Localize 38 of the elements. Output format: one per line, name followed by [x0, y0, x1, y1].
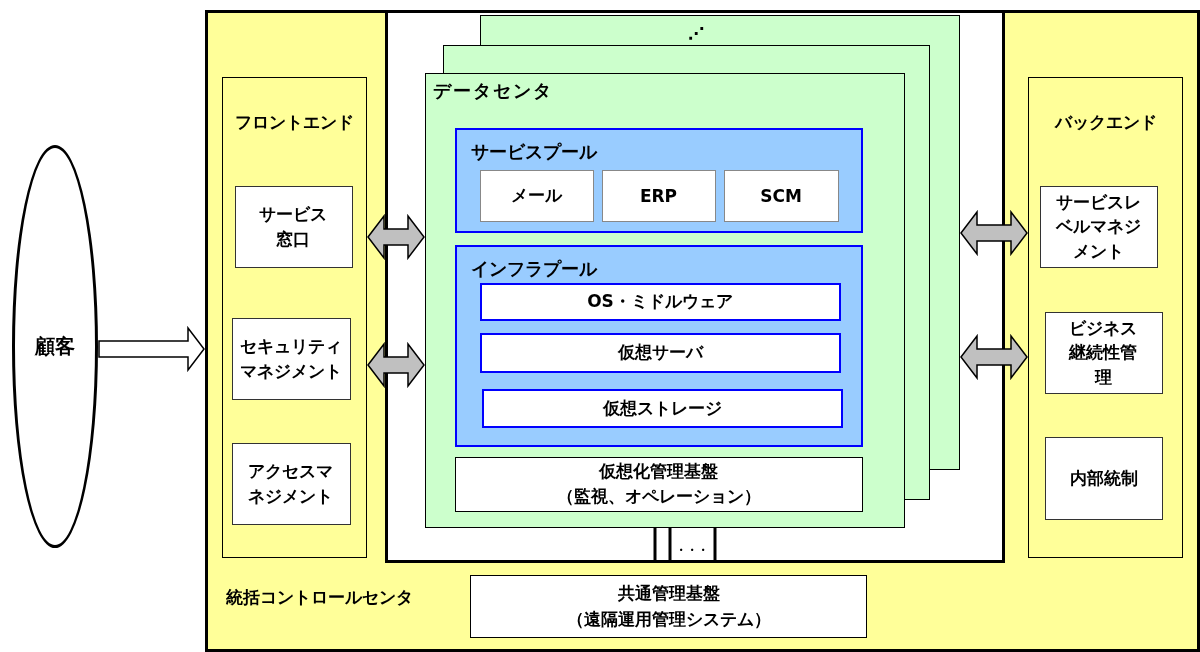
platform-box — [454, 456, 863, 512]
service-box: SCM — [723, 169, 839, 222]
function-box: ビジネス継続性管理 — [1044, 311, 1163, 394]
panel-title: フロントエンド — [234, 111, 355, 134]
infra-box: 仮想ストレージ — [481, 388, 843, 428]
pool-title: サービスプール — [470, 139, 597, 164]
ellipsis-mark: ⋰ — [688, 24, 704, 43]
function-box: 内部統制 — [1044, 436, 1163, 520]
box-subtitle: （監視、オペレーション） — [556, 485, 761, 508]
platform-box — [470, 575, 867, 638]
infra-box: 仮想サーバ — [479, 332, 841, 373]
service-box: ERP — [601, 169, 716, 222]
panel-box — [1028, 77, 1183, 558]
function-box: セキュリティマネジメント — [231, 317, 351, 400]
data-center-title: データセンタ — [433, 79, 553, 103]
function-box: アクセスマネジメント — [231, 442, 351, 525]
function-box: サービスレベルマネジメント — [1039, 185, 1158, 268]
function-box: サービス窓口 — [234, 185, 353, 268]
customer-ellipse: 顧客 — [12, 145, 98, 548]
box-subtitle: （遠隔運用管理システム） — [566, 607, 771, 631]
center-title: 統括コントロールセンタ — [226, 586, 413, 609]
block-arrow — [960, 333, 1028, 381]
pool-box — [454, 127, 863, 233]
data-center-box — [425, 73, 905, 528]
panel-box — [222, 77, 367, 558]
infra-box: OS・ミドルウェア — [479, 282, 841, 321]
block-arrow — [367, 341, 425, 389]
block-arrow — [960, 209, 1028, 257]
ellipsis-text: ・・・ — [675, 542, 708, 559]
block-arrow — [367, 213, 425, 261]
box-title: 共通管理基盤 — [617, 582, 720, 605]
pool-box — [454, 244, 863, 447]
box-title: 仮想化管理基盤 — [599, 459, 718, 483]
control-center-frame — [205, 10, 1200, 652]
service-box: メール — [479, 169, 594, 222]
panel-title: バックエンド — [1053, 111, 1158, 134]
block-arrow — [98, 325, 205, 373]
pool-title: インフラプール — [470, 256, 597, 281]
